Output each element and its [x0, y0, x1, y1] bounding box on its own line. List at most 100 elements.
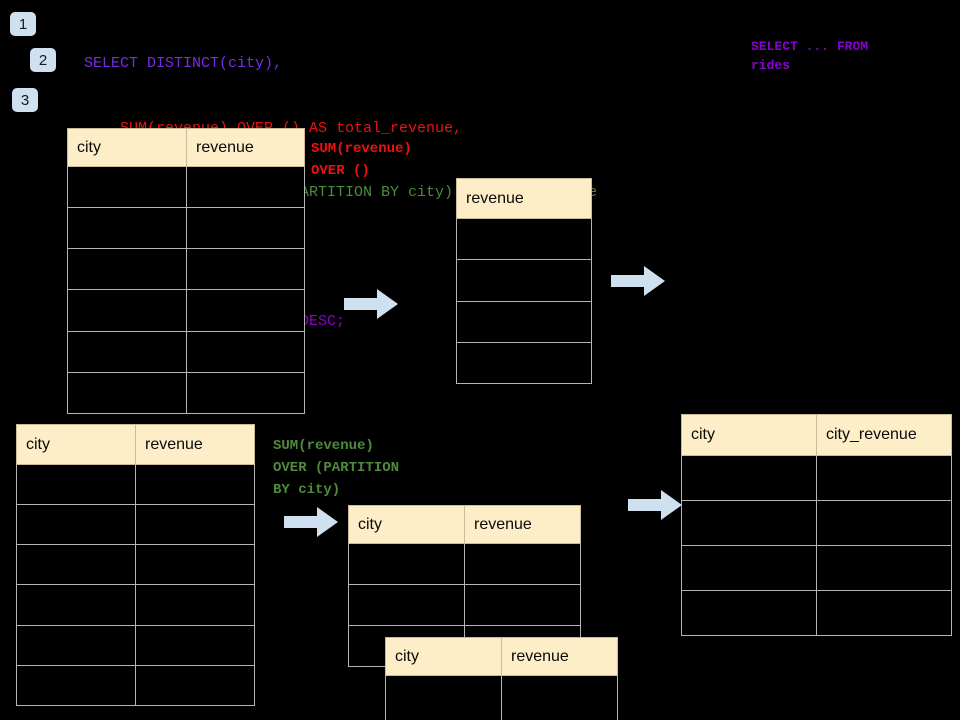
select-from-rides-note: SELECT ... FROM rides — [751, 39, 876, 73]
column-header-revenue: revenue — [186, 128, 305, 167]
partition-table-front: city revenue — [385, 637, 618, 720]
column-header-revenue: revenue — [501, 637, 618, 676]
column-header-city: city — [681, 414, 817, 456]
arrow-bottom-right — [628, 490, 682, 520]
table-row — [67, 289, 305, 332]
table-cell — [186, 248, 305, 291]
table-row — [67, 165, 305, 209]
table-row — [67, 371, 305, 415]
table-body — [681, 455, 952, 636]
table-cell — [67, 207, 187, 250]
table-cell — [67, 371, 187, 415]
table-cell — [385, 675, 502, 720]
table-cell — [681, 455, 817, 501]
table-cell — [16, 584, 136, 626]
column-header-city: city — [385, 637, 502, 676]
table-row — [456, 300, 592, 343]
table-cell — [135, 624, 255, 666]
table-body — [385, 675, 618, 720]
sql-line-1: SELECT DISTINCT(city), — [84, 55, 283, 72]
table-cell — [816, 455, 952, 501]
partition-table-back: city revenue — [348, 505, 581, 667]
table-cell — [816, 545, 952, 591]
table-cell — [186, 289, 305, 332]
total-revenue-annotation: SUM(revenue) OVER () — [311, 141, 412, 179]
table-cell — [501, 675, 618, 720]
table-header-row: city revenue — [348, 505, 581, 544]
arrow-bottom-left — [284, 507, 338, 537]
table-header-row: city revenue — [16, 424, 255, 465]
table-cell — [456, 259, 592, 302]
table-row — [385, 675, 618, 720]
table-cell — [135, 664, 255, 707]
table-cell — [816, 590, 952, 636]
table-row — [16, 544, 255, 586]
table-header-row: revenue — [456, 178, 592, 219]
result-table: city city_revenue — [681, 414, 952, 636]
arrow-top-left — [344, 289, 398, 319]
column-header-revenue: revenue — [464, 505, 581, 544]
table-cell — [16, 624, 136, 666]
table-row — [16, 584, 255, 626]
table-header-row: city city_revenue — [681, 414, 952, 456]
column-header-revenue: revenue — [135, 424, 255, 465]
rides-source-table-bottom: city revenue — [16, 424, 255, 707]
table-cell — [464, 584, 581, 626]
table-row — [456, 341, 592, 385]
table-cell — [186, 165, 305, 209]
table-cell — [186, 371, 305, 415]
table-cell — [16, 463, 136, 506]
table-cell — [456, 217, 592, 261]
column-header-city: city — [348, 505, 465, 544]
table-cell — [186, 207, 305, 250]
rides-source-table-top: city revenue — [67, 128, 305, 415]
table-cell — [348, 543, 465, 585]
step-badge-2[interactable]: 2 — [30, 48, 56, 72]
table-cell — [135, 584, 255, 626]
table-body — [67, 165, 305, 415]
table-body — [456, 217, 592, 385]
column-header-city: city — [16, 424, 136, 465]
table-cell — [67, 165, 187, 209]
table-row — [67, 248, 305, 291]
table-cell — [135, 463, 255, 506]
table-row — [16, 463, 255, 506]
column-header-city: city — [67, 128, 187, 167]
table-cell — [456, 300, 592, 343]
table-cell — [681, 590, 817, 636]
table-row — [681, 590, 952, 636]
table-row — [16, 624, 255, 666]
total-revenue-table: revenue — [456, 178, 592, 385]
column-header-city-revenue: city_revenue — [816, 414, 952, 456]
table-header-row: city revenue — [67, 128, 305, 167]
table-cell — [456, 341, 592, 385]
table-cell — [16, 664, 136, 707]
table-row — [348, 584, 581, 626]
table-cell — [135, 504, 255, 546]
table-cell — [16, 504, 136, 546]
arrow-top-right — [611, 266, 665, 296]
table-row — [16, 664, 255, 707]
table-row — [681, 455, 952, 501]
table-cell — [135, 544, 255, 586]
table-row — [16, 504, 255, 546]
table-row — [348, 543, 581, 585]
table-cell — [67, 289, 187, 332]
table-cell — [464, 543, 581, 585]
step-badge-3[interactable]: 3 — [12, 88, 38, 112]
step-badge-1[interactable]: 1 — [10, 12, 36, 36]
table-cell — [67, 248, 187, 291]
table-cell — [348, 584, 465, 626]
city-revenue-annotation: SUM(revenue) OVER (PARTITION BY city) — [273, 438, 400, 498]
table-body — [16, 463, 255, 707]
table-row — [681, 500, 952, 546]
column-header-revenue: revenue — [456, 178, 592, 219]
table-row — [681, 545, 952, 591]
table-cell — [816, 500, 952, 546]
table-header-row: city revenue — [385, 637, 618, 676]
table-cell — [186, 330, 305, 373]
table-row — [67, 330, 305, 373]
table-row — [456, 217, 592, 261]
table-row — [456, 259, 592, 302]
